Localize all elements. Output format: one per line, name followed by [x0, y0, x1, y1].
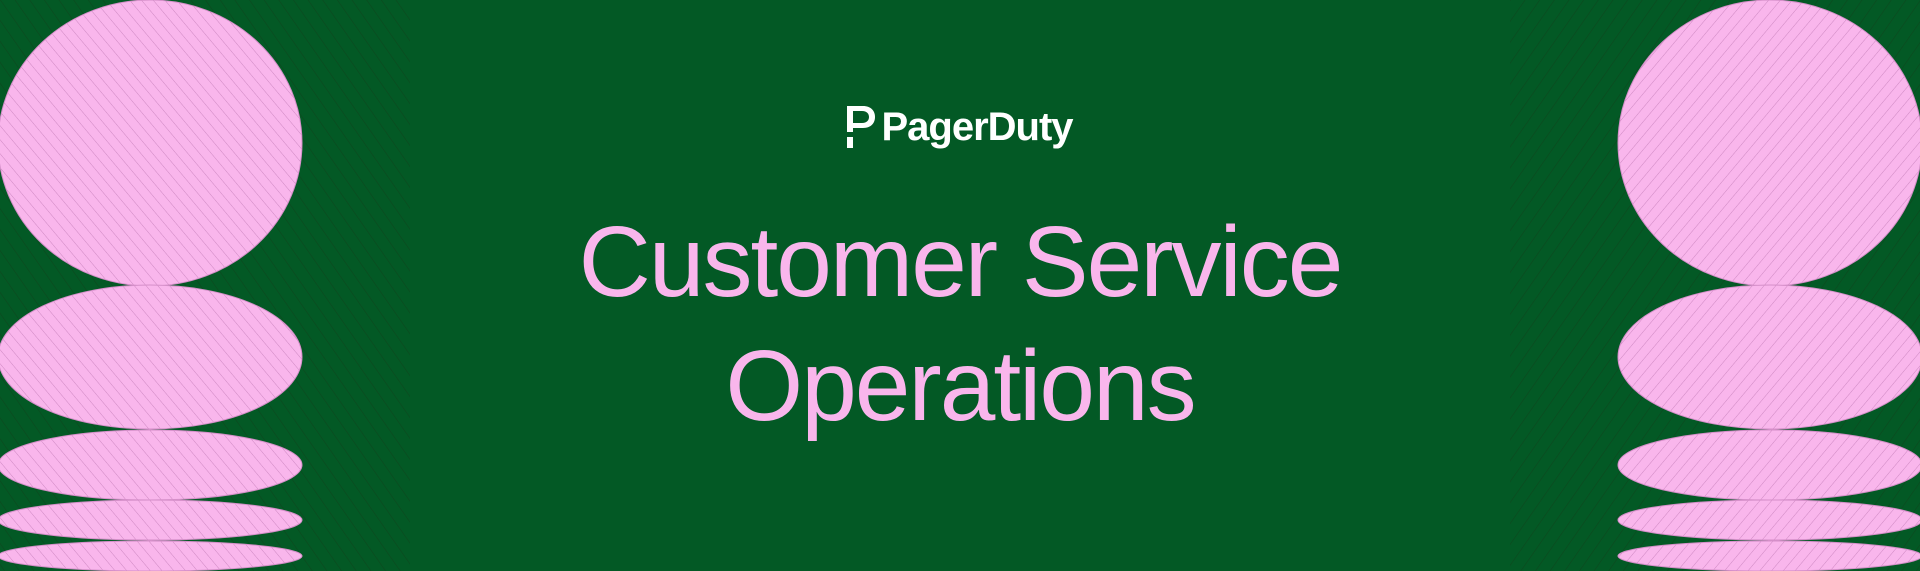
pagerduty-logo: PagerDuty: [410, 102, 1510, 152]
stacked-ellipses-art: [1510, 0, 1920, 571]
left-decoration: [0, 0, 410, 571]
stacked-ellipses-art: [0, 0, 410, 571]
title-line-1: Customer Service: [578, 206, 1344, 318]
pagerduty-logo-icon: [847, 106, 876, 148]
page-title: Customer Service Operations: [410, 200, 1510, 448]
title-line-2: Operations: [725, 330, 1196, 442]
logo-text: PagerDuty: [881, 105, 1073, 149]
center-content: PagerDuty Customer Service Operations: [410, 0, 1510, 571]
right-decoration: [1510, 0, 1920, 571]
